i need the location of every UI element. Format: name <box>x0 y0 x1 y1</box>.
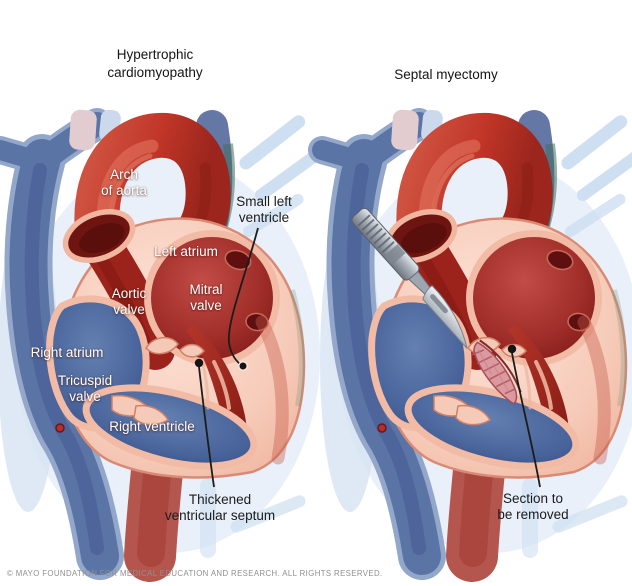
panel-title-right: Septal myectomy <box>394 67 498 82</box>
heart-right <box>320 109 632 558</box>
leader-dots <box>194 344 517 371</box>
label-right-ventricle: Right ventricle <box>109 419 195 434</box>
leader-lines <box>198 227 541 488</box>
label-small-left-ventricle: Small left ventricle <box>236 194 292 225</box>
label-aortic-valve: Aortic valve <box>111 286 147 317</box>
copyright-notice: © MAYO FOUNDATION FOR MEDICAL EDUCATION … <box>7 569 383 578</box>
label-right-atrium: Right atrium <box>30 345 104 360</box>
leader-thickened-septum <box>198 366 215 488</box>
label-thickened-septum: Thickened ventricular septum <box>164 492 276 523</box>
leader-small-left-ventricle <box>228 227 259 365</box>
label-arch-of-aorta: Arch of aorta <box>101 167 147 198</box>
heart-left <box>0 109 328 558</box>
panel-title-left: Hypertrophic cardiomyopathy <box>107 47 203 80</box>
label-section-to-be-removed: Section to be removed <box>497 491 569 522</box>
label-mitral-valve: Mitral valve <box>189 282 223 313</box>
leader-section-removed <box>511 352 541 488</box>
scalpel-icon <box>351 207 468 349</box>
label-tricuspid-valve: Tricuspid valve <box>57 373 113 404</box>
label-left-atrium: Left atrium <box>154 244 218 259</box>
